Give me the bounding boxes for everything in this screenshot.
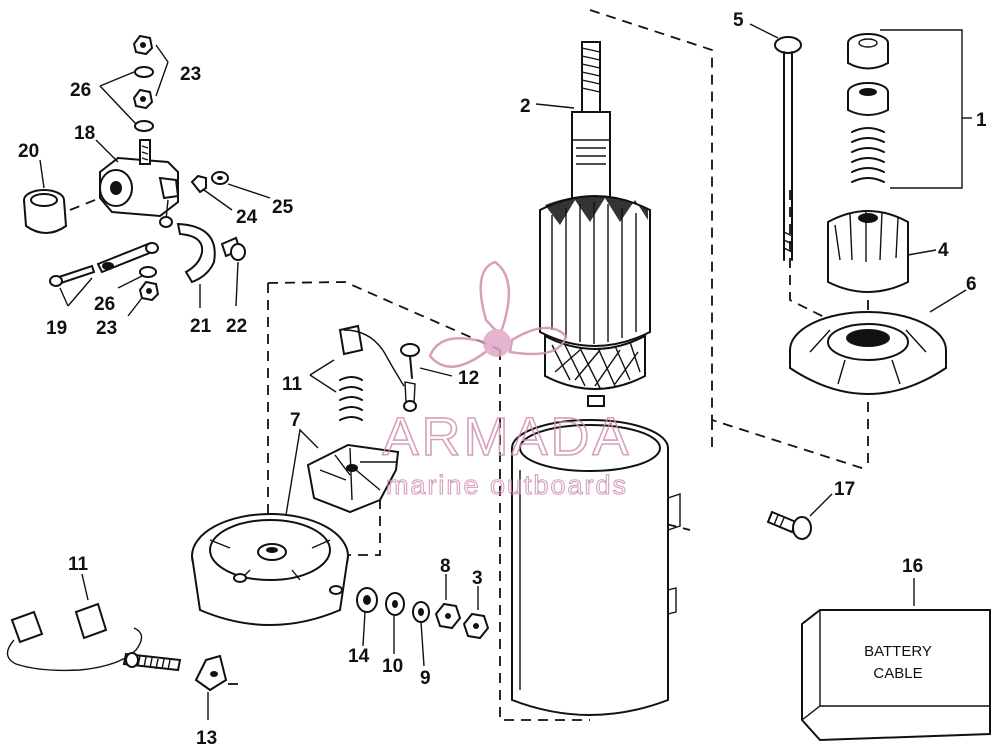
commutator-end-cap: [191, 513, 349, 626]
solenoid-leads: [49, 242, 159, 287]
brush-upper: [338, 324, 405, 421]
callout-numbers: 1 2 3 4 5 6 7 8 9 10 11 11 12 13 14 16 1…: [18, 10, 987, 749]
brush-plate: [306, 443, 400, 514]
leader-part-7: [285, 428, 319, 516]
callout-1: 1: [976, 110, 987, 131]
armature: [539, 41, 651, 407]
frame-screw: [766, 510, 812, 540]
battery-cable-box: BATTERY CABLE: [801, 609, 991, 742]
lower-nut-washer: [138, 266, 160, 302]
callout-24: 24: [236, 207, 258, 228]
mounting-bracket: [176, 222, 216, 284]
starter-frame: [511, 419, 681, 716]
anti-drift-spring: [851, 127, 885, 183]
callout-3: 3: [472, 568, 483, 589]
callout-11-upper: 11: [282, 374, 303, 395]
callout-5: 5: [733, 10, 744, 31]
callout-7: 7: [290, 410, 301, 431]
callout-25: 25: [272, 197, 294, 218]
callout-16: 16: [902, 556, 923, 577]
watermark-title: ARMADA: [382, 407, 631, 467]
callout-8: 8: [440, 556, 451, 577]
callout-26-lower: 26: [94, 294, 115, 315]
callout-2: 2: [520, 96, 531, 117]
propeller-logo-icon: [428, 260, 568, 368]
callout-22: 22: [226, 316, 247, 337]
callout-13: 13: [196, 728, 217, 749]
battery-cable-line-2: CABLE: [873, 665, 922, 682]
pinion-gear: [827, 210, 909, 293]
watermark-subtitle: marine outboards: [386, 470, 628, 500]
brush-lower-assembly: [6, 602, 182, 672]
bracket-part-1: [880, 29, 963, 189]
callout-14: 14: [348, 646, 370, 667]
callout-12: 12: [458, 368, 479, 389]
bracket-screw: [220, 236, 246, 261]
callout-9: 9: [420, 668, 431, 689]
callout-11-lower: 11: [68, 554, 89, 575]
terminal-nuts-washers: [132, 34, 229, 194]
callout-19: 19: [46, 318, 67, 339]
callout-17: 17: [834, 479, 855, 500]
pinion-collar: [847, 82, 889, 116]
brush-lead-screw: [400, 343, 420, 412]
callout-23-lower: 23: [96, 318, 117, 339]
callout-6: 6: [966, 274, 977, 295]
drive-end-cap: [789, 311, 947, 395]
callout-4: 4: [938, 240, 949, 261]
battery-cable-line-1: BATTERY: [864, 643, 932, 660]
callout-23-upper: 23: [180, 64, 201, 85]
solenoid-boot: [23, 189, 68, 234]
through-bolt: [774, 36, 802, 261]
terminal-clip: [194, 654, 228, 692]
terminal-hardware: [356, 587, 490, 640]
starter-solenoid: [99, 139, 180, 228]
callout-18: 18: [74, 123, 95, 144]
callout-26-upper: 26: [70, 80, 91, 101]
pinion-stop-nut: [847, 33, 889, 70]
callout-10: 10: [382, 656, 403, 677]
armada-watermark: ARMADA marine outboards: [382, 260, 631, 501]
callout-21: 21: [190, 316, 212, 337]
callout-20: 20: [18, 141, 39, 162]
